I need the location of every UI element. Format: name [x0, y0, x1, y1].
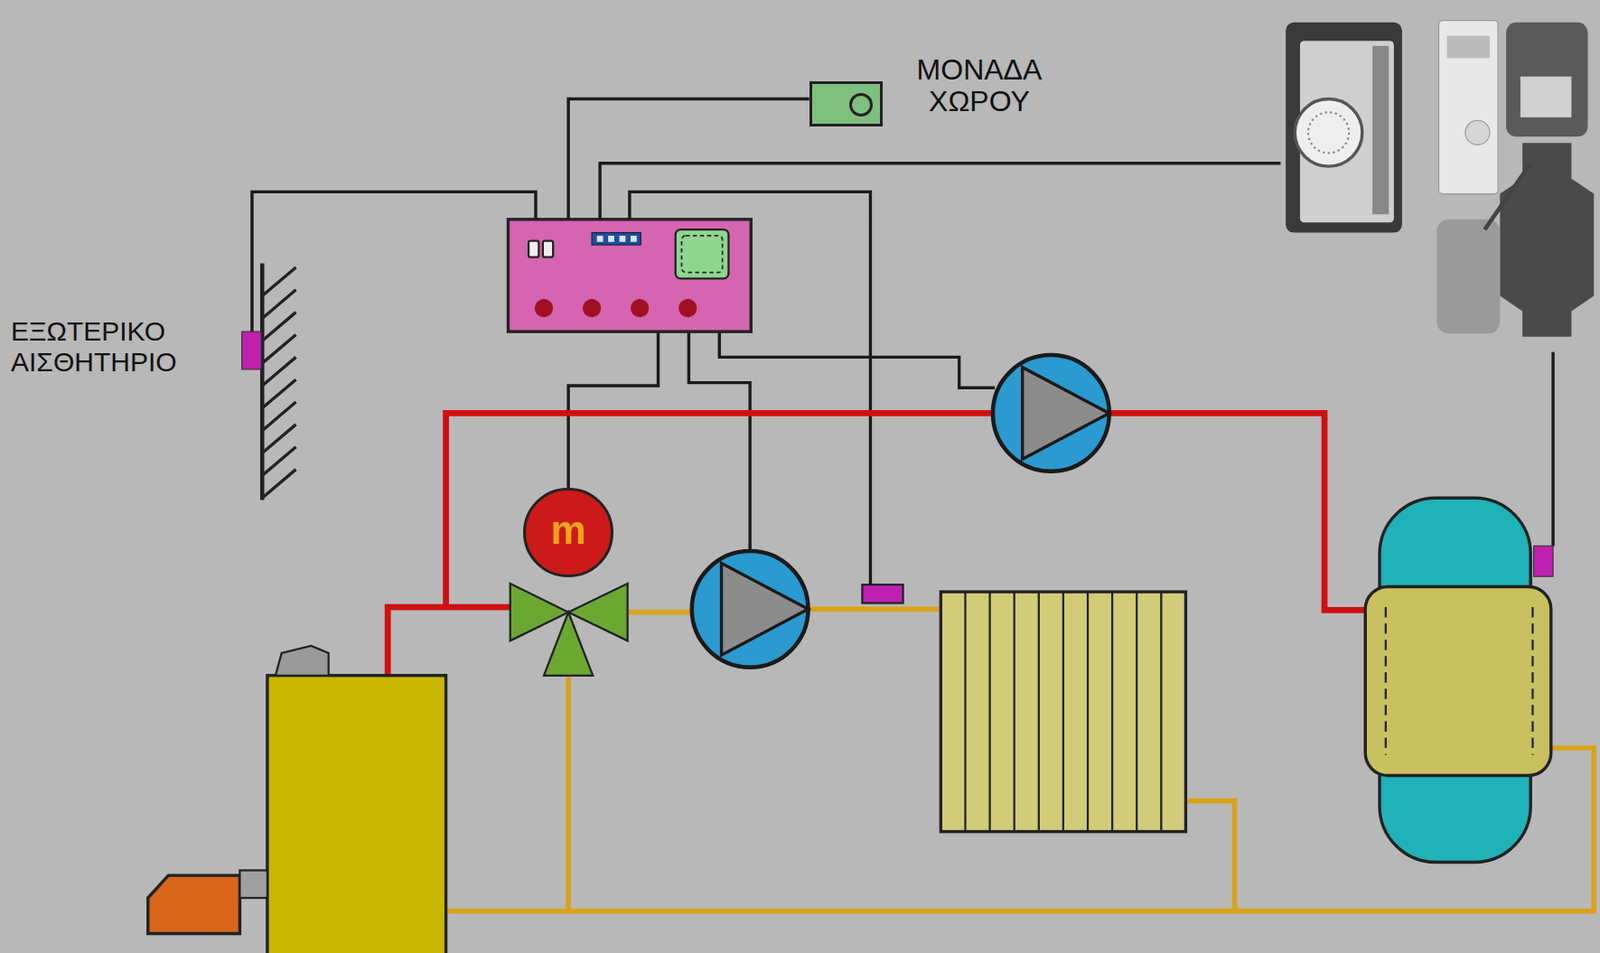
controller	[507, 219, 751, 332]
return-pipe	[565, 675, 571, 912]
control-wire	[568, 99, 810, 220]
circulation-pump	[1022, 367, 1110, 460]
room-unit-box	[809, 81, 883, 127]
valve-motor: m	[523, 487, 613, 578]
tank-jacket	[1365, 586, 1552, 776]
boiler	[267, 675, 447, 953]
room-unit-label: ΜΟΝΑΔΑ ΧΩΡΟΥ	[902, 54, 1057, 118]
supply-pipe	[1110, 412, 1368, 610]
valve-body-photo	[1499, 142, 1594, 337]
return-pipe	[1185, 801, 1235, 912]
tank-sensor	[1534, 545, 1554, 577]
room-thermostat-photo	[1447, 36, 1490, 59]
room-thermostat-photo	[1465, 120, 1490, 145]
control-wire	[719, 331, 995, 388]
mixing-valve	[568, 583, 628, 641]
radiator	[940, 591, 1186, 832]
controller-terminal	[582, 299, 601, 318]
controller-terminal	[534, 299, 553, 318]
timer-dial	[1294, 99, 1363, 168]
burner	[148, 875, 241, 934]
burner	[239, 870, 267, 899]
mixed-pipe	[627, 609, 692, 616]
mixing-valve	[543, 612, 593, 676]
controller-dial	[675, 229, 730, 279]
radiator-fins	[964, 591, 1161, 832]
circulation-pump	[692, 551, 809, 668]
boiler-flue	[275, 645, 329, 676]
controller-dial	[681, 235, 722, 273]
valve-actuator-photo	[1506, 22, 1588, 138]
mixed-pipe	[809, 607, 942, 613]
control-wire	[688, 331, 750, 552]
control-wire	[252, 191, 536, 332]
timer-device	[1285, 22, 1403, 234]
room-thermostat-photo	[1439, 20, 1499, 195]
valve-actuator-photo	[1520, 76, 1572, 118]
timer-dial	[1308, 112, 1349, 153]
room-unit-knob	[849, 93, 873, 117]
circulation-pump	[992, 355, 1110, 472]
motor-letter: m	[551, 510, 587, 551]
controller-switches	[597, 235, 637, 243]
controller-display	[528, 241, 539, 258]
circulation-pump	[721, 563, 809, 656]
timer-device	[1372, 46, 1389, 215]
controller-terminal	[678, 299, 697, 318]
sensor-photo	[1436, 219, 1500, 335]
flow-sensor	[861, 584, 903, 603]
outdoor-sensor-label: ΕΞΩΤΕΡΙΚΟ ΑΙΣΘΗΤΗΡΙΟ	[10, 316, 233, 377]
tank-coil	[1385, 607, 1534, 756]
wall	[260, 262, 265, 500]
controller-switches	[591, 233, 641, 246]
control-wire	[568, 331, 658, 488]
room-unit: ΜΟΝΑΔΑ ΧΩΡΟΥ	[809, 54, 1057, 127]
sensor-photo	[1484, 163, 1531, 230]
wall-hatch	[261, 267, 296, 498]
control-wire	[1551, 352, 1554, 547]
controller-display	[542, 241, 553, 258]
sensor-label: ΕΞΩΤΕΡΙΚΟ ΑΙΣΘΗΤΗΡΙΟ	[10, 316, 233, 377]
controller-terminal	[630, 299, 649, 318]
outdoor-sensor	[242, 331, 262, 370]
supply-pipe	[387, 607, 511, 676]
